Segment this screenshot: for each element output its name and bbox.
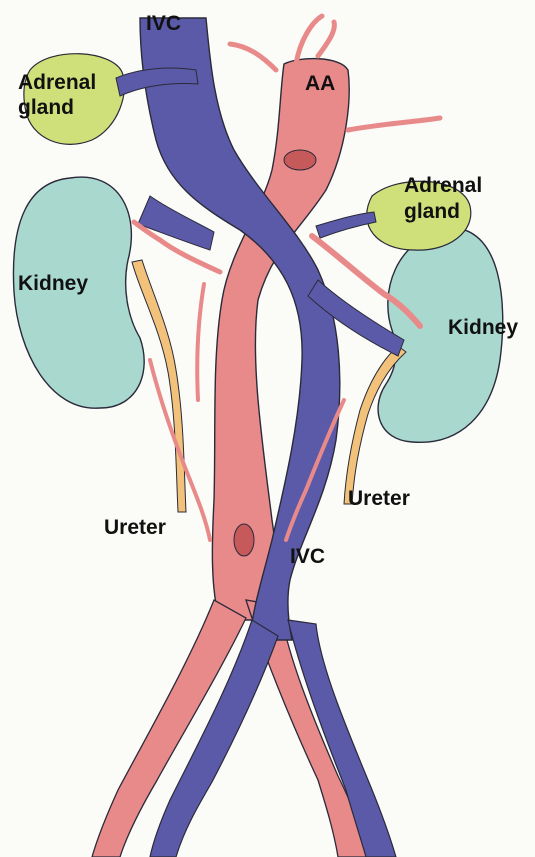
label-ivc-bottom: IVC — [290, 545, 325, 569]
label-ureter-left: Ureter — [104, 516, 166, 540]
label-kidney-left: Kidney — [18, 272, 88, 296]
label-ureter-right: Ureter — [348, 487, 410, 511]
label-ivc-top: IVC — [146, 12, 181, 36]
label-adrenal-right-line1: Adrenal — [404, 174, 482, 198]
label-aa: AA — [305, 72, 335, 96]
right-adrenal-vein — [316, 212, 376, 238]
label-kidney-right: Kidney — [448, 316, 518, 340]
label-adrenal-left-line2: gland — [18, 96, 74, 120]
label-adrenal-left-line1: Adrenal — [18, 71, 96, 95]
inferior-mesenteric-artery-origin — [234, 524, 254, 556]
superior-mesenteric-artery-origin — [284, 150, 316, 170]
label-adrenal-right-line2: gland — [404, 200, 460, 224]
